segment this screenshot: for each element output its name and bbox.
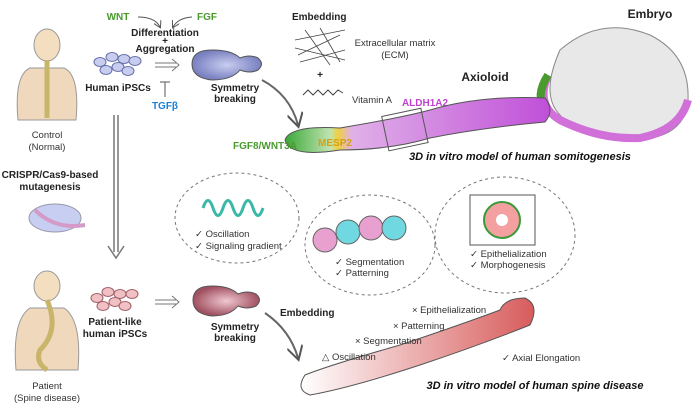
embedding-top-label: Embedding bbox=[292, 12, 346, 23]
mesp2-label: MESP2 bbox=[318, 138, 352, 149]
ecm-label: Extracellular matrix bbox=[355, 38, 436, 49]
tgfb-label: TGFβ bbox=[152, 101, 178, 112]
wnt-label: WNT bbox=[107, 12, 130, 23]
control-label: Control bbox=[32, 130, 63, 141]
segments-icon bbox=[312, 215, 407, 253]
control-human-figure-icon bbox=[16, 28, 78, 121]
patient-symmetry-blob-icon bbox=[192, 285, 260, 317]
aggregation-label: Aggregation bbox=[136, 44, 195, 55]
double-arrow-right-icon-2 bbox=[155, 295, 180, 309]
curved-arrow-icon bbox=[261, 79, 298, 125]
breaking2-label: breaking bbox=[214, 333, 256, 344]
double-arrow-right-icon bbox=[155, 58, 180, 72]
vitamin-a-molecule-icon bbox=[302, 89, 344, 96]
patient-sublabel: (Spine disease) bbox=[14, 393, 80, 404]
disease-model-body-icon bbox=[300, 297, 535, 396]
breaking-label: breaking bbox=[214, 94, 256, 105]
vitamin-a-label: Vitamin A bbox=[352, 95, 393, 106]
symmetry-label: Symmetry bbox=[211, 83, 260, 94]
crispr-sublabel: mutagenesis bbox=[19, 182, 81, 193]
inhibition-icon bbox=[160, 81, 170, 97]
circle3-line2: ✓ Morphogenesis bbox=[470, 260, 546, 271]
ecm-sublabel: (ECM) bbox=[381, 50, 408, 61]
curved-arrow-icon-2 bbox=[264, 312, 298, 358]
somitogenesis-title: 3D in vitro model of human somitogenesis bbox=[409, 151, 631, 163]
symmetry2-label: Symmetry bbox=[211, 322, 260, 333]
callout-circles bbox=[174, 172, 576, 296]
epithelial-somites-icon bbox=[469, 194, 536, 246]
plus2-label: + bbox=[317, 70, 323, 81]
patient-human-figure-icon bbox=[14, 270, 80, 373]
circle3-line1: ✓ Epithelialization bbox=[470, 249, 547, 260]
embedding-bottom-label: Embedding bbox=[280, 308, 334, 319]
patient-label: Patient bbox=[32, 381, 62, 392]
axioloid-label: Axioloid bbox=[461, 70, 508, 84]
circle2-line1: ✓ Segmentation bbox=[335, 257, 404, 268]
embryo-illustration-icon bbox=[536, 27, 692, 143]
disease-feature-axial-elongation: ✓ Axial Elongation bbox=[502, 353, 580, 364]
disease-title: 3D in vitro model of human spine disease bbox=[427, 380, 644, 392]
dna-scissors-icon bbox=[28, 203, 86, 233]
control-sublabel: (Normal) bbox=[29, 142, 66, 153]
disease-feature-oscillation: △ Oscillation bbox=[322, 352, 376, 363]
disease-feature-patterning: × Patterning bbox=[393, 321, 445, 332]
fgf-label: FGF bbox=[197, 12, 217, 23]
plus-label: + bbox=[162, 36, 168, 47]
fgf-arrow-icon bbox=[173, 16, 193, 27]
circle1-line1: ✓ Oscillation bbox=[195, 229, 249, 240]
vertical-double-arrow-icon bbox=[107, 115, 125, 260]
disease-feature-epithelialization: × Epithelialization bbox=[412, 305, 486, 316]
symmetry-breaking-blob-icon bbox=[191, 49, 262, 81]
embryo-label: Embryo bbox=[628, 7, 673, 21]
axioloid-body-icon bbox=[284, 97, 551, 153]
zoom-box-icon bbox=[381, 107, 429, 152]
wnt-arrow-icon bbox=[137, 16, 160, 27]
patient-ipscs-cells-icon bbox=[90, 287, 139, 311]
ecm-mesh-icon bbox=[294, 27, 346, 66]
patient-ipscs-sublabel: human iPSCs bbox=[83, 329, 148, 340]
patient-ipscs-label: Patient-like bbox=[88, 317, 142, 328]
fgf8-wnt3a-label: FGF8/WNT3A bbox=[233, 141, 297, 152]
circle1-line2: ✓ Signaling gradient bbox=[195, 241, 282, 252]
circle2-line2: ✓ Patterning bbox=[335, 268, 389, 279]
disease-feature-segmentation: × Segmentation bbox=[355, 336, 422, 347]
oscillation-wave-icon bbox=[201, 199, 265, 217]
differentiation-label: Differentiation bbox=[131, 28, 199, 39]
aldh1a2-label: ALDH1A2 bbox=[402, 98, 449, 109]
crispr-label: CRISPR/Cas9-based bbox=[2, 170, 99, 181]
human-ipscs-cells-icon bbox=[93, 52, 142, 76]
human-ipscs-label: Human iPSCs bbox=[85, 83, 151, 94]
